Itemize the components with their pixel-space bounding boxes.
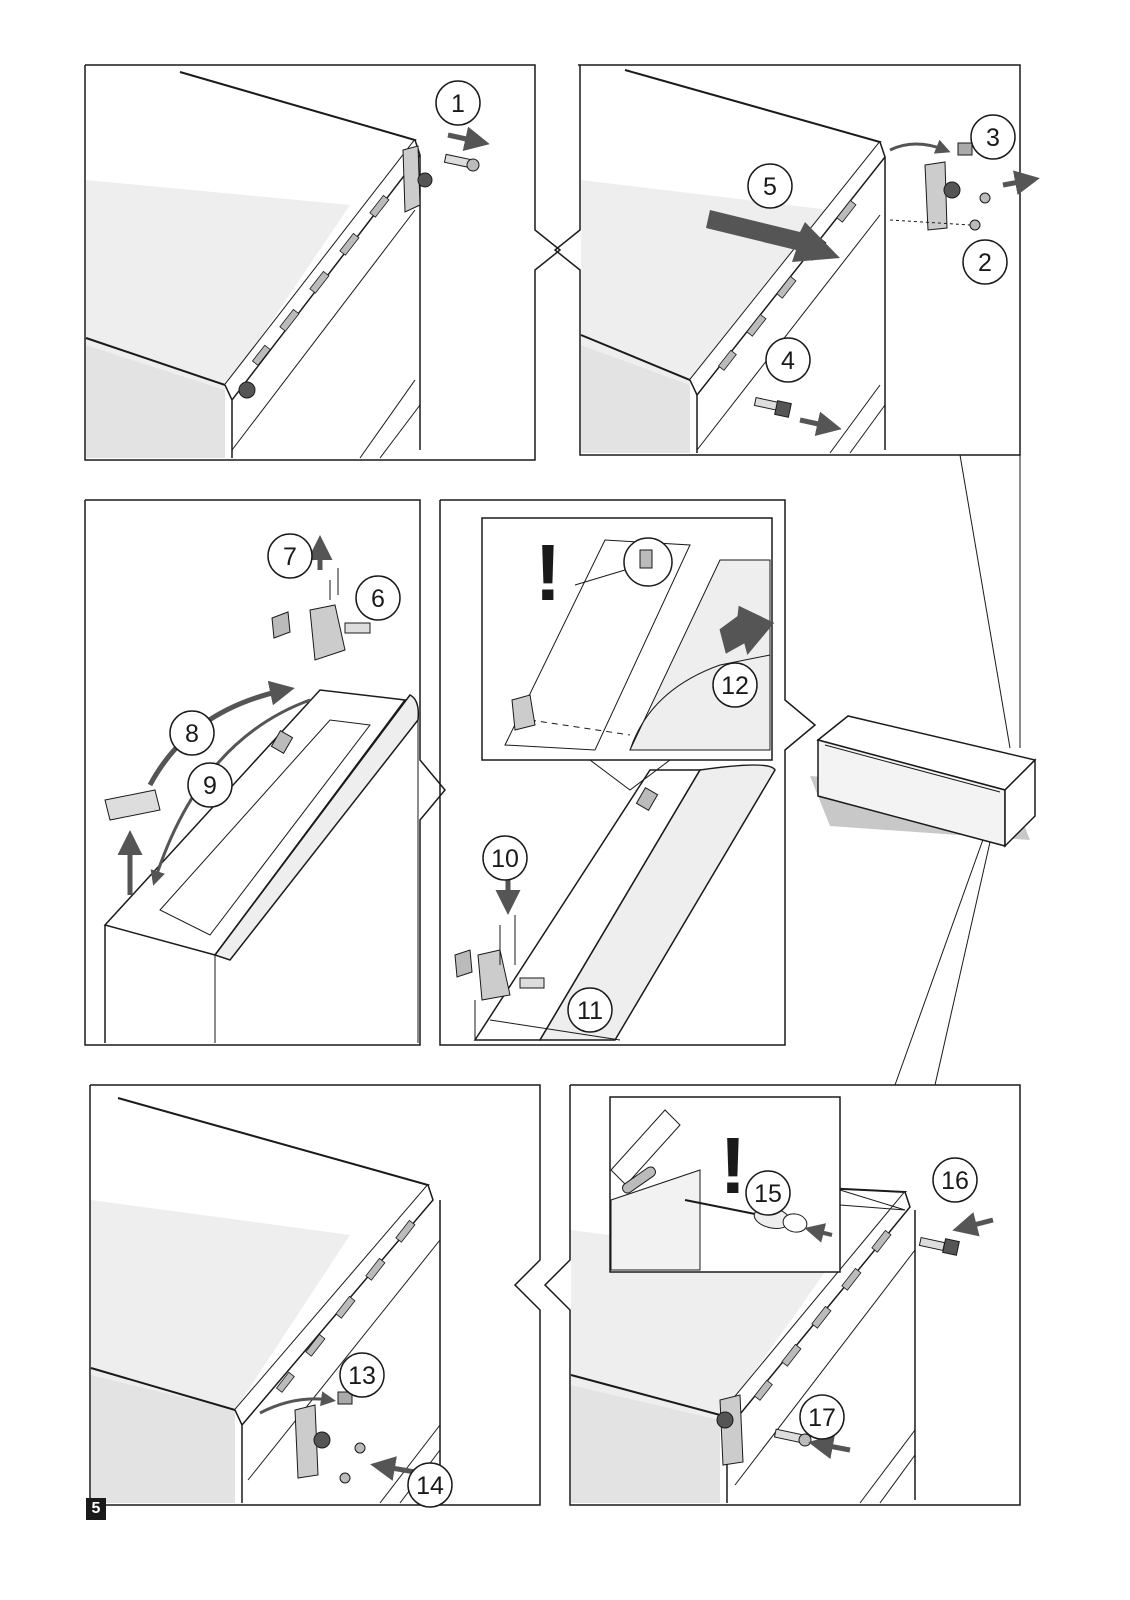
arrow-icon [818, 1444, 850, 1450]
cap-icon [958, 143, 972, 155]
step-callout-5: 5 [748, 164, 792, 208]
step-callout-12: 12 [713, 663, 757, 707]
step-number: 10 [491, 845, 519, 873]
arrow-icon [380, 1466, 415, 1472]
step-callout-10: 10 [483, 836, 527, 880]
step-number: 14 [416, 1472, 444, 1500]
step-number: 8 [185, 720, 199, 748]
step-number: 6 [371, 585, 385, 613]
hinge-icon [295, 1405, 330, 1478]
step-callout-17: 17 [800, 1395, 844, 1439]
hinge-bottom-icon [239, 382, 255, 398]
step-callout-6: 6 [356, 576, 400, 620]
step-callout-15: 15 [746, 1171, 790, 1215]
screw-icon [980, 193, 990, 203]
cabinet-overview [810, 716, 1035, 846]
step-callout-9: 9 [188, 763, 232, 807]
bolt-icon [754, 398, 791, 418]
arrow-icon [1003, 180, 1030, 185]
hinge-icon [925, 162, 960, 230]
step-number: 7 [283, 543, 297, 571]
screw-icon [444, 154, 479, 171]
arrow-icon [962, 1220, 993, 1228]
panel-steps-10-12: ! [440, 500, 815, 1045]
screw-icon [970, 220, 980, 230]
step-number: 9 [203, 772, 217, 800]
figure-number: 5 [86, 1498, 106, 1520]
step-number: 3 [986, 124, 1000, 152]
hinge-icon [717, 1395, 743, 1465]
panel-step-1 [85, 65, 560, 460]
panel-steps-15-17: ! [545, 1085, 1020, 1505]
step-callout-8: 8 [170, 711, 214, 755]
step-number: 11 [577, 997, 603, 1025]
hinge-icon [272, 605, 370, 660]
step-callout-3: 3 [971, 115, 1015, 159]
step-number: 1 [451, 90, 465, 118]
panel-steps-13-14 [90, 1085, 540, 1505]
step-callout-11: 11 [568, 988, 612, 1032]
inset-detail: ! [482, 518, 779, 760]
screw-icon [340, 1473, 350, 1483]
step-callout-13: 13 [340, 1353, 384, 1397]
step-callout-7: 7 [268, 534, 312, 578]
arrow-icon [800, 420, 832, 427]
screw-icon [355, 1443, 365, 1453]
hinge-top-icon [403, 146, 432, 212]
step-callout-2: 2 [963, 240, 1007, 284]
step-number: 4 [781, 347, 795, 375]
bolt-icon [919, 1238, 959, 1256]
step-callout-4: 4 [766, 338, 810, 382]
step-number: 2 [978, 249, 992, 277]
arrow-icon [448, 135, 480, 142]
inset-detail: ! [610, 1097, 840, 1272]
step-number: 12 [721, 672, 749, 700]
step-callout-14: 14 [408, 1463, 452, 1507]
step-callout-16: 16 [933, 1158, 977, 1202]
panel-steps-2-5 [555, 65, 1030, 455]
step-callout-1: 1 [436, 81, 480, 125]
clip-icon [640, 550, 652, 568]
cover-plate-icon [105, 790, 160, 820]
step-number: 15 [754, 1180, 782, 1208]
step-number: 13 [348, 1362, 376, 1390]
step-number: 17 [808, 1404, 836, 1432]
step-number: 16 [941, 1167, 969, 1195]
warning-icon: ! [720, 1121, 747, 1210]
step-number: 5 [763, 173, 777, 201]
warning-icon: ! [535, 528, 562, 617]
